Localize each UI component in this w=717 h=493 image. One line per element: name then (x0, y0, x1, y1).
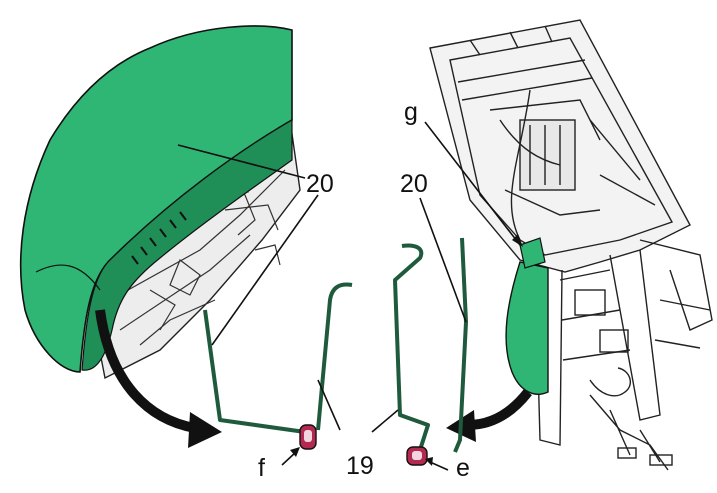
clip-f (299, 424, 317, 450)
rod-19-right (393, 237, 468, 453)
left-cushion-teeth (131, 211, 187, 265)
left-curved-arrow (95, 309, 222, 448)
callout-g: g (404, 98, 418, 126)
right-cover-panel (505, 261, 549, 395)
frame-lower (534, 249, 661, 446)
leader-lines (177, 121, 521, 433)
callout-20-left: 20 (306, 170, 334, 198)
right-seat-frame (429, 19, 713, 471)
callout-20-right: 20 (400, 170, 428, 198)
rod-19-left (203, 282, 353, 434)
leader-arrow-g (512, 234, 523, 247)
left-seat-back-assembly (19, 25, 301, 380)
right-green-cover (505, 237, 549, 395)
clip-e (406, 446, 428, 466)
left-cushion (19, 25, 293, 373)
left-cushion-side (81, 118, 293, 371)
callout-f: f (258, 454, 265, 482)
leader-arrow-e (425, 457, 449, 471)
left-cushion-seam (35, 264, 101, 291)
leader-arrow-f (281, 447, 300, 466)
callout-19: 19 (346, 452, 374, 480)
callout-e: e (456, 454, 470, 482)
right-cover-strip (519, 237, 546, 269)
